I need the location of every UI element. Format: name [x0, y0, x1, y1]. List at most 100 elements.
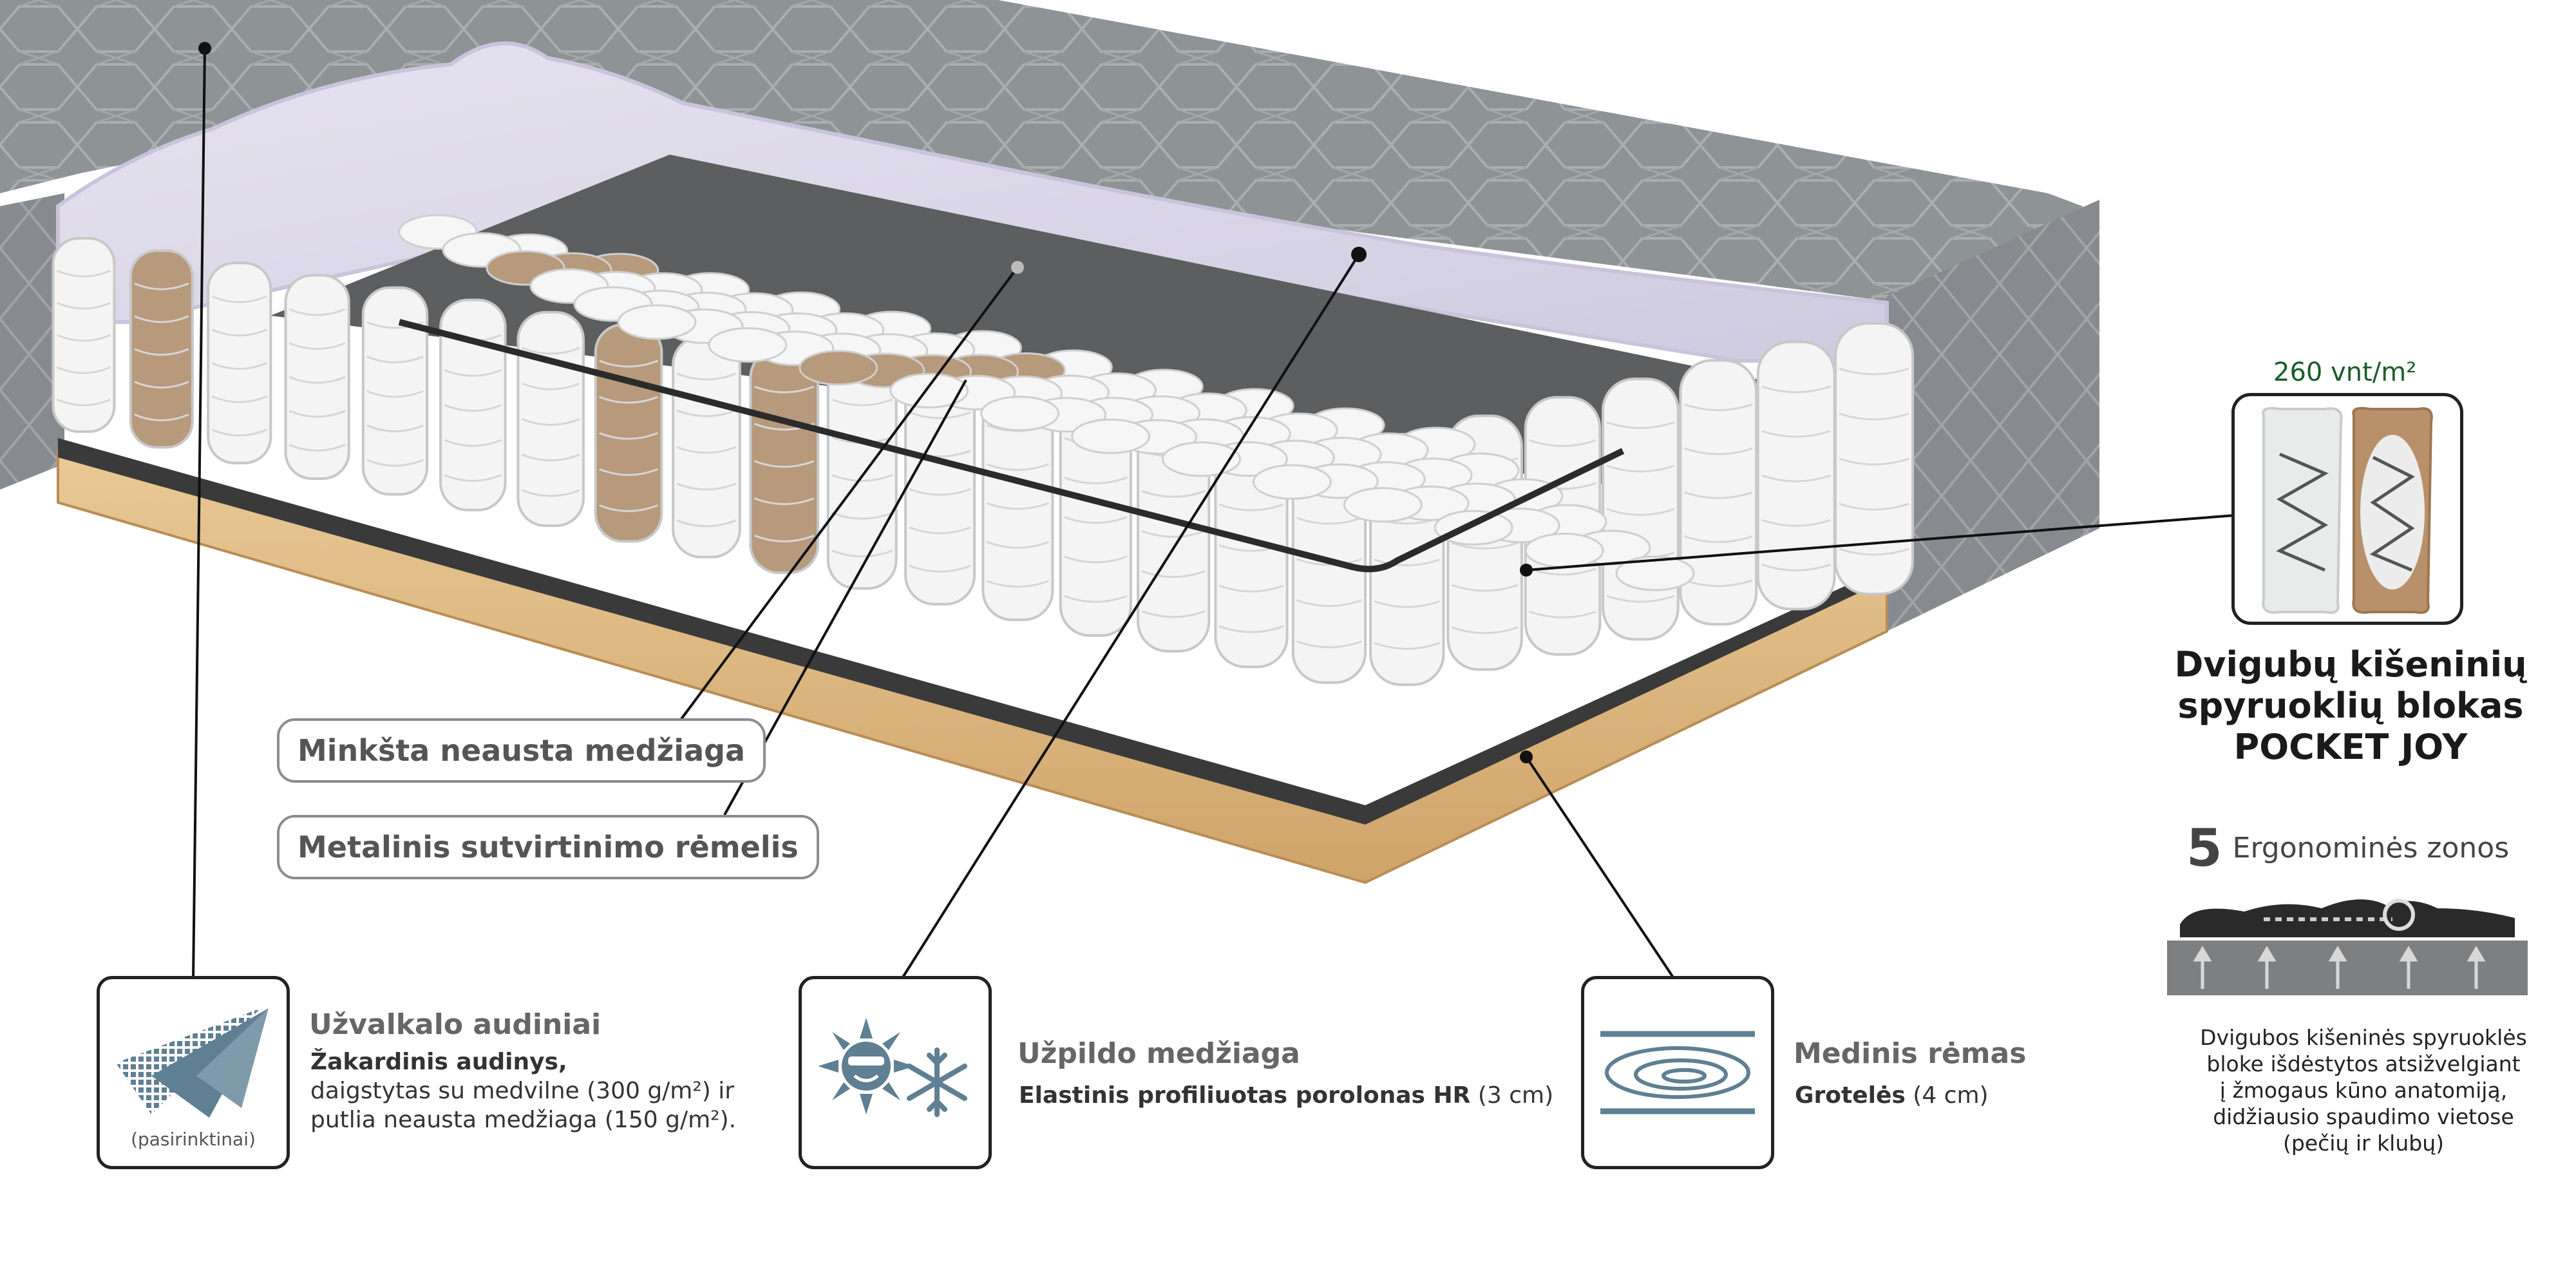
spring-coil-line	[1761, 563, 1832, 571]
spring-top	[980, 396, 1060, 432]
spring-coil-line	[366, 425, 424, 432]
spring-coil-line	[366, 356, 424, 363]
metal-frame-wire	[398, 319, 1625, 573]
spring-coil-line	[211, 362, 267, 370]
spring-coil-line	[753, 460, 815, 468]
spring-coil-line	[289, 444, 346, 452]
spring-coil-line	[56, 269, 111, 278]
spring-coil-line	[289, 410, 346, 418]
pocket-spring	[516, 311, 585, 528]
spring-coil-line	[521, 347, 580, 355]
spring-coil-line	[1374, 642, 1441, 650]
spring-coil-line	[1839, 412, 1909, 421]
spring-coil-line	[1296, 640, 1362, 649]
spring-coil-line	[1218, 584, 1284, 593]
spring-coil-line	[1141, 490, 1206, 498]
spring-coil-line	[444, 368, 502, 377]
spring-coil-line	[1218, 503, 1284, 511]
spring-coil-line	[599, 504, 658, 512]
spring-coil-line	[521, 382, 580, 390]
spring-coil-line	[1761, 385, 1832, 394]
spring-coil-line	[366, 390, 424, 398]
spring-top	[617, 304, 697, 340]
spring-coil-line	[134, 348, 189, 356]
spring-coil-line	[444, 474, 502, 482]
spring-coil-line	[1606, 595, 1675, 603]
spring-coil-line	[211, 329, 267, 337]
zones-description: Dvigubos kišeninės spyruoklės bloke išdė…	[2200, 1025, 2527, 1156]
spring-coil-line	[1761, 430, 1832, 438]
spring-coil-line	[831, 511, 893, 520]
spring-top	[1161, 441, 1241, 477]
spring-coil-line	[1683, 535, 1753, 543]
spring-coil-line	[1451, 584, 1519, 592]
spring-coil-line	[909, 411, 971, 419]
spring-coil-line	[1529, 568, 1596, 576]
callout-soft-fabric: Minkšta neausta medžiaga	[277, 718, 766, 783]
spring-coil-line	[1296, 599, 1362, 607]
spring-coil-line	[1839, 502, 1909, 511]
spring-coil-line	[521, 454, 580, 462]
spring-coil-line	[1296, 517, 1362, 525]
spring-coil-line	[676, 372, 737, 381]
spring-coil-line	[831, 549, 893, 558]
pocket-spring	[1602, 377, 1680, 641]
spring-coil-line	[1839, 457, 1909, 466]
spring-coil-line	[1451, 542, 1519, 549]
cover-line-3: putlia neausta medžiaga (150 g/m²).	[310, 1107, 737, 1133]
pocket-spring	[1756, 340, 1836, 611]
spring-coil-line	[56, 334, 111, 342]
spring-coil-line	[521, 418, 580, 426]
spring-coil-line	[134, 414, 189, 421]
spring-coil-line	[1064, 476, 1128, 484]
top-spring-grid	[398, 214, 1695, 591]
spring-coil-line	[1606, 508, 1675, 516]
pocket-spring-icon	[2262, 406, 2433, 614]
spring-coil-line	[1141, 610, 1206, 618]
cover-title: Užvalkalo audiniai	[309, 1008, 601, 1041]
spring-top	[708, 327, 788, 363]
spring-coil-line	[753, 385, 815, 394]
pocket-spring	[207, 262, 272, 464]
spring-coil-line	[521, 489, 580, 497]
spring-coil-line	[831, 398, 893, 406]
leader-dots-light	[1011, 261, 1024, 274]
pocket-spring	[672, 336, 741, 559]
spring-coil-line	[909, 488, 971, 496]
spring-coil-line	[831, 473, 893, 482]
spring-coil-line	[1141, 570, 1206, 578]
spring-coil-line	[599, 432, 658, 440]
spring-coil-line	[1839, 548, 1909, 556]
pocket-spring	[749, 348, 820, 575]
spring-coil-line	[1683, 579, 1753, 588]
pocket-title: Dvigubų kišeninių spyruoklių blokas POCK…	[2174, 644, 2527, 767]
spring-coil-line	[599, 396, 658, 404]
spring-coil-line	[134, 282, 189, 291]
pocket-spring	[1834, 322, 1914, 595]
cover-line-1: Žakardinis audinys,	[310, 1049, 567, 1075]
spring-coil-line	[56, 398, 111, 406]
spring-coil-line	[1606, 464, 1675, 473]
spring-coil-line	[1683, 447, 1753, 455]
callout-metal-frame: Metalinis sutvirtinimo rėmelis	[277, 815, 819, 879]
zones-label: Ergonominės zonos	[2232, 832, 2510, 865]
frame-title: Medinis rėmas	[1794, 1037, 2027, 1070]
spring-coil-line	[1529, 439, 1596, 447]
spring-top	[1252, 464, 1332, 500]
spring-coil-line	[1606, 421, 1675, 429]
spring-coil-line	[289, 342, 346, 350]
spring-coil-line	[211, 395, 267, 403]
spring-coil-line	[986, 580, 1049, 588]
pocket-spring	[1679, 359, 1758, 626]
wooden-slats-icon	[1600, 1031, 1755, 1114]
filling-line: Elastinis profiliuotas porolonas HR (3 c…	[1019, 1082, 1554, 1109]
leader-dots	[198, 42, 1533, 763]
spring-top	[799, 350, 878, 386]
spring-coil-line	[1839, 367, 1909, 376]
filling-title: Užpildo medžiaga	[1018, 1037, 1300, 1070]
spring-coil-line	[56, 366, 111, 374]
fabric-layers-icon	[116, 1008, 269, 1118]
pocket-spring	[284, 274, 350, 481]
spring-coil-line	[56, 301, 111, 310]
